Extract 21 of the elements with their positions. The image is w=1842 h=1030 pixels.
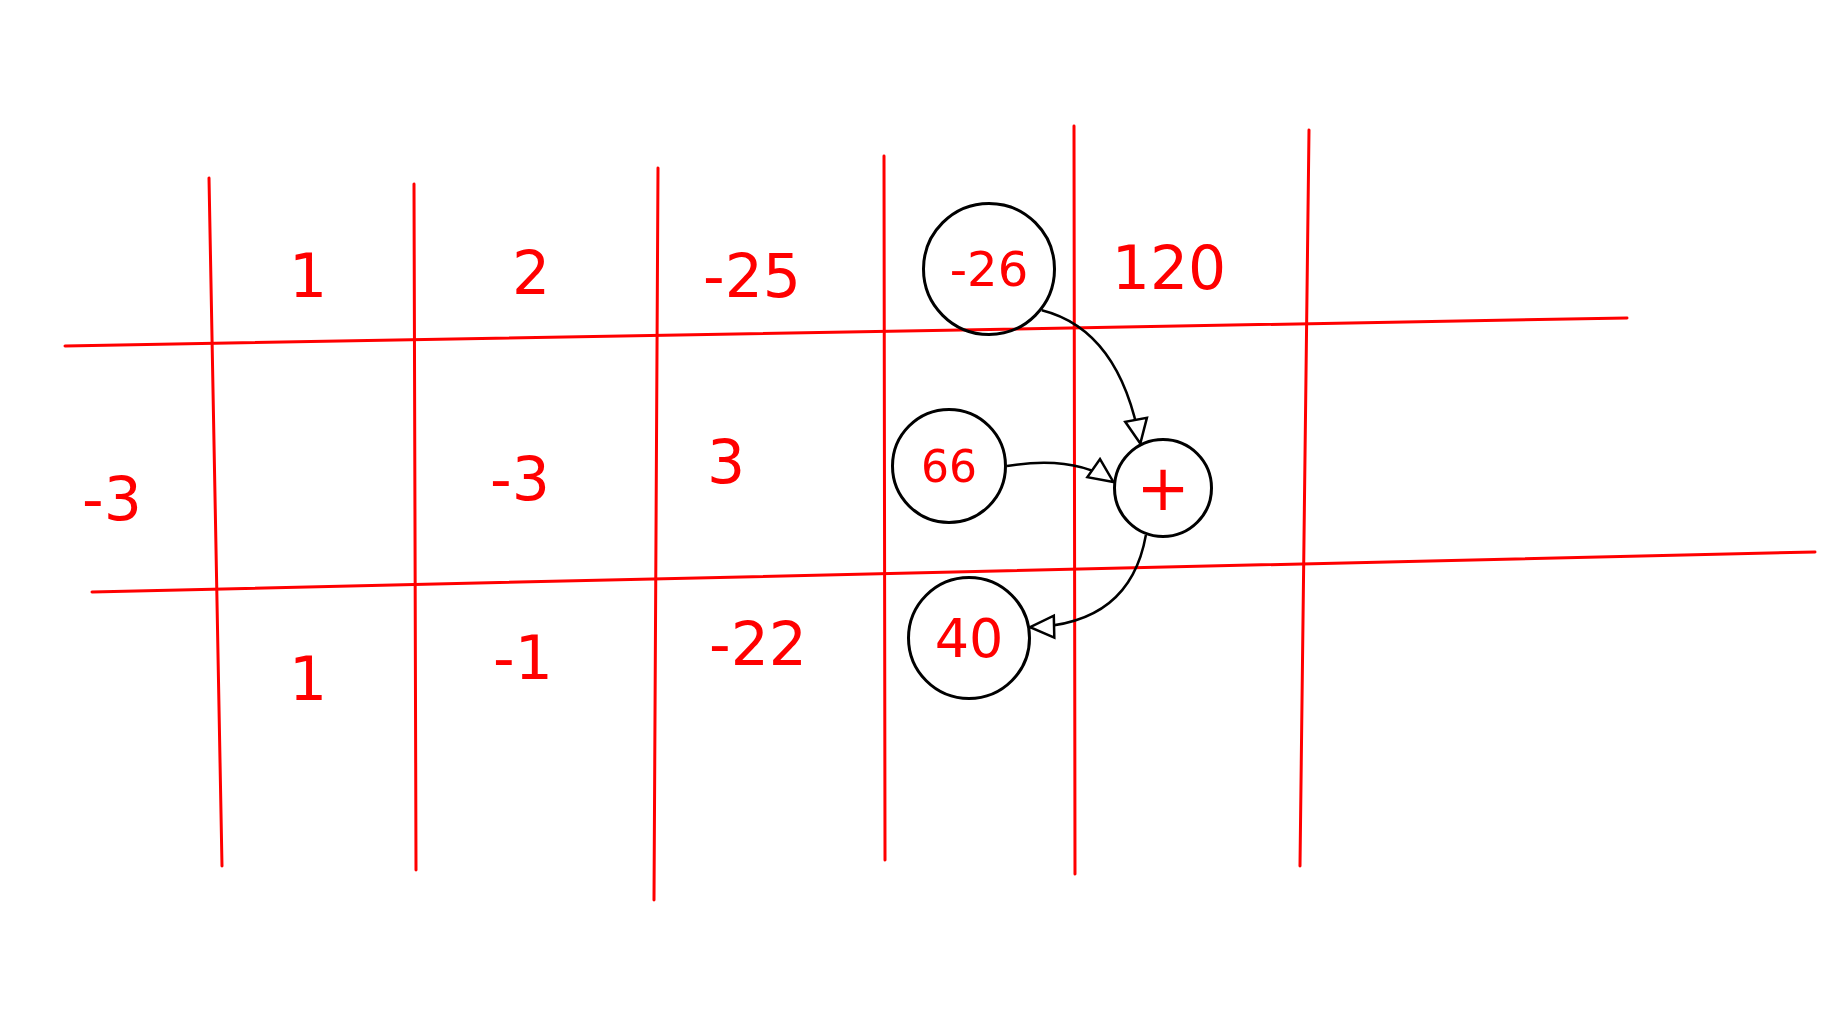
table-number: -25 [703,246,801,306]
table-number: 3 [706,432,746,492]
table-number: 1 [288,649,328,709]
arrow [1028,534,1148,638]
table-number: -1 [493,628,553,688]
arrow [1006,458,1115,484]
arrow [1041,309,1148,445]
node-number: -26 [949,241,1029,297]
circle-node [891,408,1007,524]
circle-node [922,202,1056,336]
table-number: -3 [82,469,142,529]
node-number: 66 [921,440,977,492]
circle-node [1113,438,1213,538]
table-number: -3 [490,449,550,509]
table-number: 2 [511,243,551,303]
circle-node [907,576,1031,700]
table-number: 120 [1111,238,1227,298]
table-number: 1 [288,246,328,306]
table-number: -22 [709,614,807,674]
node-number: 40 [934,606,1004,670]
node-number: + [1136,451,1190,525]
